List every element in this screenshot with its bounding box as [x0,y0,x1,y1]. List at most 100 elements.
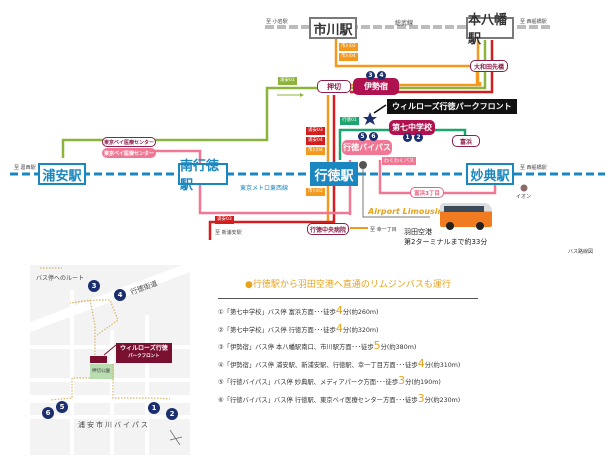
area-stop-5[interactable]: 5 [56,401,68,413]
walk-route-north [69,299,119,355]
area-stop-1[interactable]: 1 [148,402,160,414]
walk-desc: ③「伊勢宿」バス停 本八幡駅南口、市川駅方面･･･徒歩 [218,344,374,351]
property-pointer [103,344,117,356]
dest-shinurayasu: 至 新浦安駅 [215,230,242,236]
bus-wheel-rear [476,222,484,230]
station-gyotoku[interactable]: 行徳駅 [310,162,358,186]
limousine-line [362,165,430,218]
area-stop-6[interactable]: 6 [42,407,54,419]
station-minamigyotoku[interactable]: 南行徳駅 [178,159,228,193]
walk-minutes: 3 [417,391,425,405]
area-property-label: ウィルローズ行徳 パークフロント [116,343,172,363]
road-vertical-1 [70,290,74,455]
red-route-shinurayasu [208,95,336,240]
stop-isejuku[interactable]: 伊勢宿 [353,78,399,95]
walk-minutes: 3 [398,374,406,387]
walk-item: ⑥「行徳バイパス」バス停 行徳駅、東京ベイ医療センター方面･･･徒歩3分(約23… [218,390,478,408]
stop-aeon: イオン [516,194,532,200]
area-stop-2[interactable]: 2 [166,408,178,420]
stop-tomihama3[interactable]: 富浜3丁目 [410,187,444,198]
badge-urayasu01: 浦安01 [278,77,297,85]
green-route-urayasu [61,86,318,158]
stop-number-5: 5 [358,132,367,141]
jr-to-west: 至 小岩駅 [266,19,288,25]
stop-tokyobay-2[interactable]: 東京ベイ医療センター [102,148,156,158]
aeon-dot [520,184,528,192]
stop-number-6: 6 [369,132,378,141]
stop-owada[interactable]: 大和田先橋 [470,60,508,72]
road-vertical-2 [145,315,149,455]
area-legend: バス停へのルート [36,275,85,282]
road-vertical-3 [110,330,114,455]
badge-ichikawa02: 市川02 [339,43,358,51]
walk-item: ③「伊勢宿」バス停 本八幡駅南口、市川駅方面･･･徒歩5分(約380m) [218,337,478,355]
stop-tomihama[interactable]: 富浜 [452,135,480,147]
bus-wheel-front [446,222,454,230]
area-stop-3[interactable]: 3 [88,280,100,292]
walk-desc: ④「伊勢宿」バス停 浦安駅、新浦安駅、行徳駅、幸一丁目方面･･･徒歩 [218,361,418,369]
property-callout: ウィルローズ行徳パークフロント [387,99,517,114]
park-label: 押切公園 [92,369,110,374]
callout-pointer [373,104,387,114]
walk-item: ④「伊勢宿」バス停 浦安駅、新浦安駅、行徳駅、幸一丁目方面･･･徒歩4分(約31… [218,355,478,373]
jr-line-name: 総武線 [395,20,414,27]
walk-minutes: 4 [335,321,343,335]
walk-desc: ①「第七中学校」バス停 富浜方面･･･徒歩 [218,309,336,316]
station-myoden[interactable]: 妙典駅 [466,163,514,185]
property-star-icon [363,112,377,125]
walk-route-west [49,377,90,401]
walk-minutes: 5 [373,339,381,352]
dest-saiwai: 至 幸一丁目 [370,227,397,233]
stop-number-4: 4 [377,71,386,80]
station-ichikawa[interactable]: 市川駅 [309,17,357,39]
arrow-head [300,93,304,97]
area-property-label-1: ウィルローズ行徳 [120,345,168,352]
badge-urayasu03-b: 浦安03 [215,216,234,224]
limousine-stop-dot [359,161,367,169]
stop-tokyobay-1[interactable]: 東京ベイ医療センター [102,137,156,147]
walk-distance: 分(約320m) [342,326,379,334]
road-label-bypass: 浦安市川バイパス [78,421,150,429]
walk-minutes: 4 [417,356,425,370]
limousine-headline: ●行徳駅から羽田空港へ直通のリムジンバスも運行 [245,280,451,290]
area-property-label-2: パークフロント [128,354,160,359]
walk-distance: 分(約380m) [380,344,417,351]
badge-ichikawa04-b: 市川04 [306,147,325,155]
walk-distance: 分(約230m) [424,396,461,404]
bus-windows [444,206,484,212]
metro-to-east: 至 西船橋駅 [520,165,547,171]
airport-limousine-label: Airport Limousine [368,207,449,216]
airport-note-1: 羽田空港 [404,228,432,236]
station-motoyawata[interactable]: 本八幡駅 [466,13,514,47]
metro-line-name: 東京メトロ東西線 [240,185,289,192]
stop-number-2: 2 [414,133,423,142]
walk-item: ①「第七中学校」バス停 富浜方面･･･徒歩4分(約260m) [218,302,478,320]
badge-ichikawa04: 市川04 [339,53,358,61]
stop-number-1: 1 [403,133,412,142]
walk-desc: ②「第七中学校」バス停 行徳方面･･･徒歩 [218,326,336,334]
area-stop-4[interactable]: 4 [114,289,126,301]
stop-wakuwaku: わくわくバス [382,157,417,165]
stop-number-3: 3 [366,71,375,80]
walk-route-east [112,364,171,400]
station-urayasu[interactable]: 浦安駅 [38,163,86,185]
map-caption: バス路線図 [568,249,594,255]
badge-gyotoku01: 行徳01 [340,117,359,125]
stop-daishichi[interactable]: 第七中学校 [389,120,435,135]
jr-to-east: 至 西船橋駅 [520,19,547,25]
badge-ichikawa02-b: 市川02 [306,188,325,196]
walk-distance: 分(約190m) [405,379,441,386]
park-area [90,364,114,379]
stop-oshikiri[interactable]: 押切 [317,80,351,93]
stop-hospital[interactable]: 行徳中央病院 [307,223,349,235]
walk-distance: 分(約260m) [342,309,379,316]
walk-desc: ⑤「行徳バイパス」バス停 妙典駅、メディアパーク方面･･･徒歩 [218,379,399,386]
bus-icon [440,203,492,230]
walk-minutes: 4 [335,304,343,317]
badge-urayasu04: 浦安04 [306,137,325,145]
stop-bypass[interactable]: 行徳バイパス [342,140,392,155]
walk-item: ②「第七中学校」バス停 行徳方面･･･徒歩4分(約320m) [218,320,478,338]
walk-desc: ⑥「行徳バイパス」バス停 行徳駅、東京ベイ医療センター方面･･･徒歩 [218,396,418,404]
headline-divider [218,298,478,299]
walk-item: ⑤「行徳バイパス」バス停 妙典駅、メディアパーク方面･･･徒歩3分(約190m) [218,372,478,390]
